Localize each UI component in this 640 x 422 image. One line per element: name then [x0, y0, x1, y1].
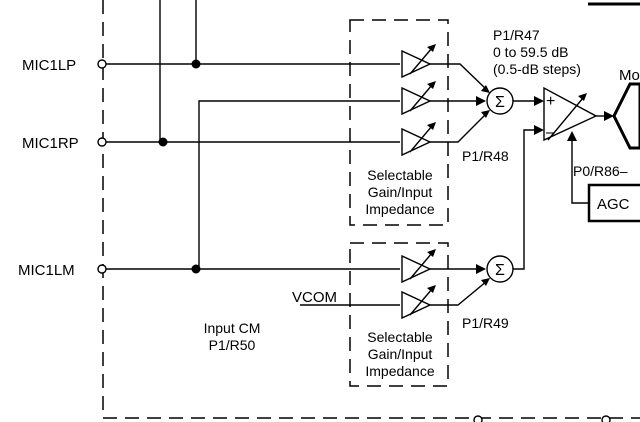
modulator-block-partial — [612, 82, 640, 150]
pga-right-line3: Impedance — [365, 363, 434, 379]
pga-amp-vcom — [401, 285, 436, 320]
pin-label-mic1lp: MIC1LP — [22, 57, 76, 74]
pin-label-mic1rp: MIC1RP — [22, 135, 79, 152]
pga-amp-mic1lm-left — [401, 81, 436, 116]
arrow-head — [534, 125, 544, 135]
pga-right-line1: Selectable — [367, 329, 433, 345]
svg-text:Σ: Σ — [495, 94, 505, 111]
svg-text:Σ: Σ — [495, 262, 505, 279]
junction-dot — [158, 137, 168, 147]
wire-pga5-to-sum — [430, 280, 488, 306]
arrow-head — [534, 96, 544, 106]
pin-terminal-mic1lp — [97, 59, 107, 69]
pin-label-mic1lm: MIC1LM — [18, 262, 75, 279]
pin-terminal-mic1rp — [97, 137, 107, 147]
summing-node-right: Σ — [486, 255, 514, 283]
differential-pga: + – — [543, 86, 598, 142]
arrow-head — [604, 111, 614, 121]
pga-amp-mic1lp — [401, 44, 436, 79]
pga-amp-mic1rp — [401, 122, 436, 157]
pga-block-left — [349, 19, 449, 226]
pga-left-line1: Selectable — [367, 167, 433, 183]
input-cm-title: Input CM — [204, 320, 261, 336]
wire-pga3-to-sum — [430, 112, 488, 143]
arrow-head — [476, 96, 486, 106]
gain-register-label: P1/R47 — [493, 27, 540, 43]
arrow-head — [567, 131, 577, 141]
wire-pga1-to-sum — [430, 63, 488, 91]
pga-block-right — [349, 242, 449, 387]
summing-node-left: Σ — [486, 87, 514, 115]
bottom-terminal — [473, 415, 483, 422]
agc-label: AGC — [597, 196, 630, 213]
wire-sum-right-to-amp — [513, 129, 537, 270]
mixer-left-register: P1/R48 — [462, 148, 509, 164]
mixer-right-register: P1/R49 — [462, 315, 509, 331]
gain-range-label: 0 to 59.5 dB — [493, 44, 569, 60]
svg-text:+: + — [546, 93, 555, 110]
arrow-head — [481, 85, 490, 93]
pga-right-line2: Gain/Input — [368, 346, 433, 362]
arrow-head — [481, 110, 490, 118]
modulator-label-partial: Mo — [619, 67, 640, 84]
vcom-label: VCOM — [292, 289, 337, 306]
gain-steps-label: (0.5-dB steps) — [493, 61, 581, 77]
wire-mic1lm-to-left-pga — [198, 100, 400, 269]
input-cm-register: P1/R50 — [209, 337, 256, 353]
junction-dot — [191, 59, 201, 69]
pga-left-line2: Gain/Input — [368, 184, 433, 200]
pga-amp-mic1lm-right — [401, 249, 436, 284]
wire-agc-feedback — [571, 140, 588, 204]
svg-text:–: – — [546, 124, 555, 141]
pga-left-line3: Impedance — [365, 201, 434, 217]
arrow-head — [476, 264, 486, 274]
junction-dot — [191, 264, 201, 274]
agc-register-label: P0/R86– — [573, 163, 628, 179]
pin-terminal-mic1lm — [97, 264, 107, 274]
arrow-head — [481, 278, 490, 286]
bottom-terminal — [601, 415, 611, 422]
agc-block — [587, 183, 640, 223]
